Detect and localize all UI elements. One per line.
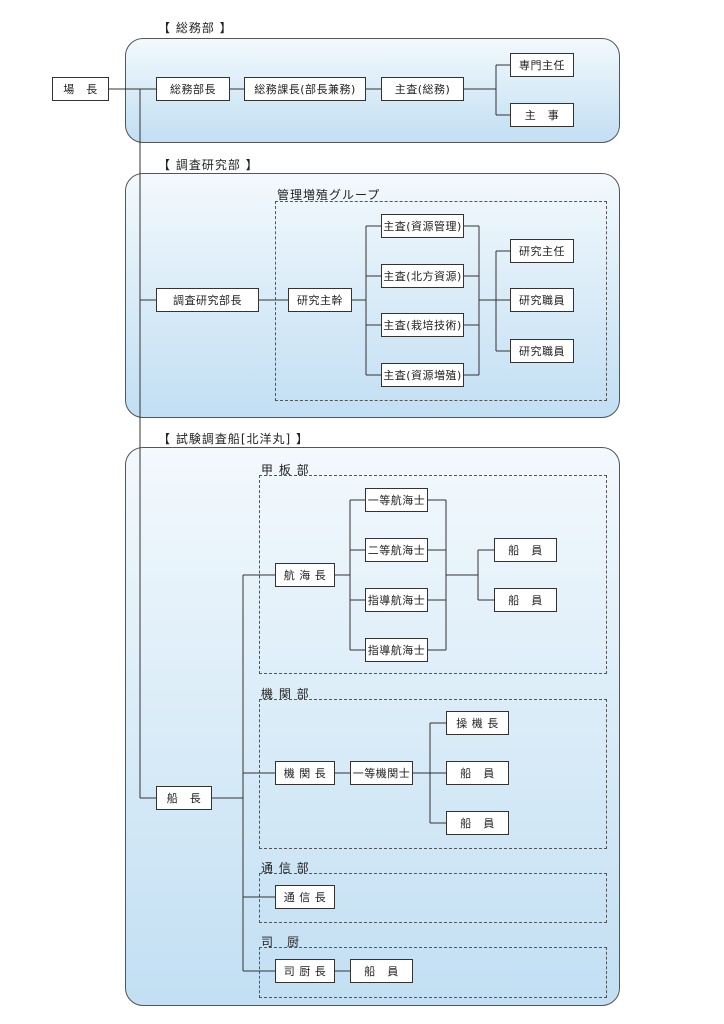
group-label-tsushin: 通 信 部 [261,861,310,875]
box-shichucho: 司 厨 長 [275,959,335,983]
box-tsushincho: 通 信 長 [275,885,335,909]
box-itto-kikanshi: 一等機関士 [350,761,413,785]
section-label-soumu: 【 総務部 】 [158,21,233,35]
box-shuji: 主 事 [510,103,574,127]
box-shido-kokaishi-2: 指導航海士 [365,638,428,662]
group-shichu [259,947,607,998]
box-sen-in-2: 船 員 [494,588,557,612]
box-shido-kokaishi-1: 指導航海士 [365,588,428,612]
box-sen-in-5: 船 員 [350,959,413,983]
group-label-kanpan: 甲 板 部 [261,463,310,477]
box-kenkyu-shukan: 研究主幹 [288,288,352,312]
box-senmon-shunin: 専門主任 [510,53,574,77]
group-label-shichu: 司 厨 [261,935,301,949]
box-shusa-saibai: 主査(栽培技術) [381,313,464,337]
group-tsushin [259,873,607,923]
box-senchou: 船 長 [156,786,212,810]
box-soukicho: 操 機 長 [446,711,509,735]
box-shusa-shigen-zoshoku: 主査(資源増殖) [381,363,464,387]
box-soumu-bucho: 総務部長 [156,77,230,101]
section-label-chousa: 【 調査研究部 】 [158,158,259,172]
group-kanri [275,201,607,401]
group-label-kanri: 管理増殖グループ [277,188,381,202]
box-itto-kokaishi: 一等航海士 [365,488,428,512]
box-kenkyu-shunin: 研究主任 [510,239,574,263]
box-nito-kokaishi: 二等航海士 [365,538,428,562]
box-kikancho: 機 関 長 [275,761,335,785]
box-sen-in-4: 船 員 [446,811,509,835]
box-sen-in-1: 船 員 [494,538,557,562]
box-kenkyu-shokuin-2: 研究職員 [510,339,574,363]
box-soumu-kacho: 総務課長(部長兼務) [244,77,366,101]
section-label-ship: 【 試験調査船[北洋丸] 】 [158,432,309,446]
box-chousa-bucho: 調査研究部長 [156,288,259,312]
box-shusa-soumu: 主査(総務) [381,77,464,101]
box-jocho: 場 長 [52,77,109,101]
box-kokaicho: 航 海 長 [275,563,335,587]
group-label-kikan: 機 関 部 [261,687,310,701]
box-shusa-hoppo: 主査(北方資源) [381,264,464,288]
box-kenkyu-shokuin-1: 研究職員 [510,288,574,312]
group-kikan [259,699,607,849]
box-sen-in-3: 船 員 [446,761,509,785]
box-shusa-shigen-kanri: 主査(資源管理) [381,214,464,238]
